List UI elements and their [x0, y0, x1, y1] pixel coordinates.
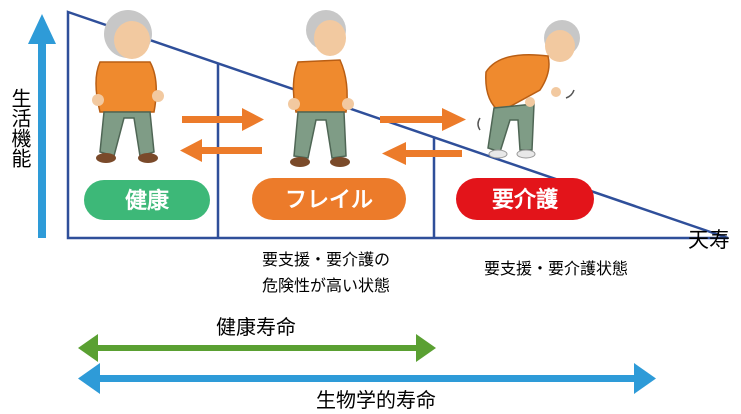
stage-healthy-pill: 健康 — [84, 180, 210, 220]
frailty-caption-line1: 要支援・要介護の — [262, 250, 390, 269]
y-axis-label: 生活機能 — [8, 88, 32, 168]
stage-healthy-label: 健康 — [125, 188, 170, 214]
arrow-right-1 — [182, 108, 264, 131]
walking-elder-icon — [92, 10, 164, 163]
bent-over-elder-icon — [477, 20, 580, 159]
frailty-caption-line2: 危険性が高い状態 — [262, 276, 390, 295]
stage-care-pill: 要介護 — [456, 178, 594, 220]
healthy-lifespan-arrow — [78, 334, 436, 362]
healthy-lifespan-label: 健康寿命 — [216, 315, 296, 339]
stage-frailty-label: フレイル — [285, 188, 373, 213]
transition-arrows — [180, 108, 466, 165]
arrow-right-2 — [380, 108, 466, 131]
hunched-elder-icon — [288, 10, 354, 167]
biological-lifespan-label: 生物学的寿命 — [316, 388, 436, 412]
arrow-left-1 — [180, 139, 262, 162]
end-label: 天寿 — [688, 228, 730, 252]
care-caption: 要支援・要介護状態 — [484, 259, 628, 278]
arrow-left-2 — [382, 142, 462, 165]
stage-frailty-pill: フレイル — [252, 178, 406, 220]
biological-lifespan-arrow — [78, 363, 656, 394]
stage-care-label: 要介護 — [492, 187, 559, 213]
y-axis-arrow — [28, 14, 56, 238]
